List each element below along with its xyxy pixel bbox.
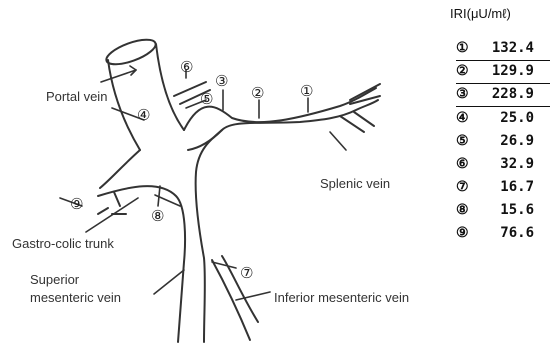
legend-value: 76.6 [476, 225, 534, 241]
pointer-line [154, 270, 184, 294]
legend-marker: ⑥ [456, 156, 476, 172]
legend-value: 16.7 [476, 179, 534, 195]
site-marker-2: ② [251, 84, 264, 102]
legend-title: IRI(μU/mℓ) [450, 6, 511, 21]
legend-marker: ③ [456, 86, 476, 102]
site-marker-3: ③ [215, 72, 228, 90]
gastro-colic-trunk-label: Gastro-colic trunk [12, 236, 114, 252]
splenic-vein-label: Splenic vein [320, 176, 390, 192]
pointer-line [330, 132, 346, 150]
site-marker-9: ⑨ [70, 195, 83, 213]
legend-value: 26.9 [476, 133, 534, 149]
legend-marker: ⑤ [456, 133, 476, 149]
legend-marker: ⑨ [456, 225, 476, 241]
site-marker-5: ⑤ [200, 90, 213, 108]
site-marker-8: ⑧ [151, 207, 164, 225]
site-marker-4: ④ [137, 106, 150, 124]
legend-marker: ④ [456, 110, 476, 126]
legend-marker: ① [456, 40, 476, 56]
site-marker-1: ① [300, 82, 313, 100]
smv-shape [98, 130, 258, 342]
inferior-mesenteric-vein-label: Inferior mesenteric vein [274, 290, 409, 306]
superior-mesenteric-vein-label-line2: mesenteric vein [30, 290, 121, 306]
legend-value: 25.0 [476, 110, 534, 126]
legend-value: 15.6 [476, 202, 534, 218]
legend-value: 132.4 [476, 40, 534, 56]
site-marker-7: ⑦ [240, 264, 253, 282]
legend-value: 129.9 [476, 63, 534, 79]
pointer-line [86, 198, 138, 232]
legend-marker: ⑦ [456, 179, 476, 195]
legend-marker: ② [456, 63, 476, 79]
legend-value: 228.9 [476, 86, 534, 102]
legend-marker: ⑧ [456, 202, 476, 218]
pointer-line [158, 186, 160, 206]
pointer-line [101, 70, 136, 82]
superior-mesenteric-vein-label-line1: Superior [30, 272, 79, 288]
portal-vein-shape [103, 35, 184, 150]
portal-vein-label: Portal vein [46, 89, 107, 105]
legend-value: 32.9 [476, 156, 534, 172]
site-marker-6: ⑥ [180, 58, 193, 76]
